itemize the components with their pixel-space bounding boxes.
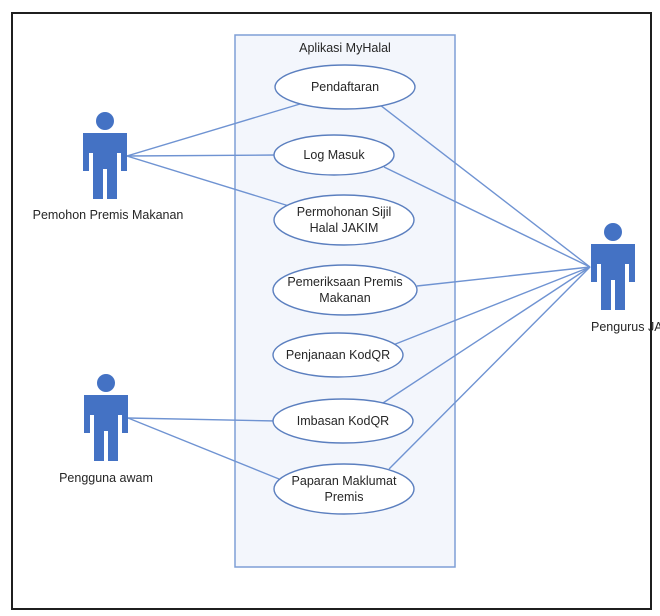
use-case-ellipse [273,463,415,515]
actor-head-icon [97,374,115,392]
use-case-ellipse [272,264,418,316]
use-case-label: Halal JAKIM [310,221,379,235]
actor-body-icon [84,395,128,461]
actor-pemohon: Pemohon Premis Makanan [33,112,184,222]
use-case-label: Log Masuk [303,148,365,162]
use-case-log-masuk: Log Masuk [273,134,395,176]
use-case-ellipse [274,64,416,110]
association-lines [126,103,591,480]
use-case-pendaftaran: Pendaftaran [274,64,416,110]
use-case-label: Penjanaan KodQR [286,348,390,362]
association-pengurus-imbasan [382,266,591,404]
association-pengurus-penjanaan [392,266,591,346]
association-pemohon-pendaftaran [126,103,301,157]
use-case-ellipse [272,398,414,444]
actor-pengguna: Pengguna awam [59,374,153,485]
association-pengurus-log-masuk [383,166,591,268]
actor-label: Pengguna awam [59,471,153,485]
use-case-label: Permohonan Sijil [297,205,392,219]
system-label: Aplikasi MyHalal [299,41,391,55]
association-pengguna-paparan [127,417,280,480]
association-pengguna-imbasan [127,417,278,422]
actor-head-icon [96,112,114,130]
association-pemohon-log-masuk [126,154,279,157]
use-case-label: Pemeriksaan Premis [287,275,402,289]
actor-label: Pemohon Premis Makanan [33,208,184,222]
use-case-label: Imbasan KodQR [297,414,389,428]
actor-label: Pengurus JAKIM [591,320,660,334]
use-case-ellipse [273,134,395,176]
use-case-imbasan: Imbasan KodQR [272,398,414,444]
use-case-ellipse [273,194,415,246]
actor-body-icon [83,133,127,199]
association-pemohon-permohonan [126,155,290,207]
actor-body-icon [591,244,635,310]
use-case-penjanaan: Penjanaan KodQR [272,332,404,378]
use-case-ellipse [272,332,404,378]
use-case-label: Pendaftaran [311,80,379,94]
actor-head-icon [604,223,622,241]
use-case-label: Paparan Maklumat [292,474,397,488]
association-pengurus-pemeriksaan [416,266,591,287]
association-pengurus-pendaftaran [379,104,591,268]
association-pengurus-paparan [388,266,591,470]
actor-pengurus: Pengurus JAKIM [591,223,660,334]
use-case-label: Makanan [319,291,370,305]
use-case-label: Premis [325,490,364,504]
